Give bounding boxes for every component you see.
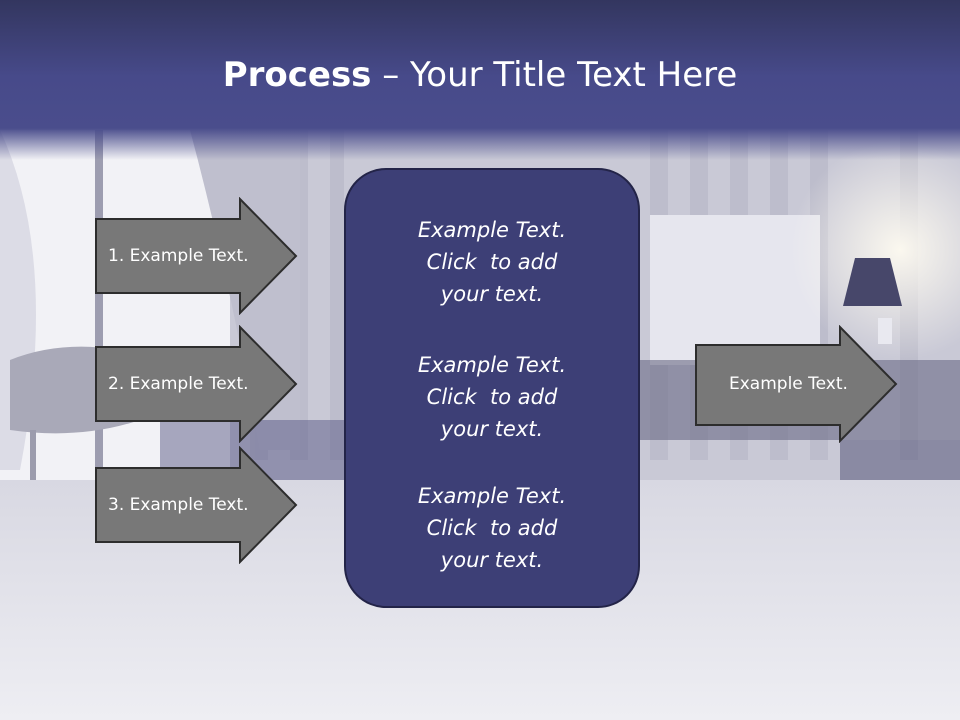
arrow-output — [695, 325, 898, 443]
title-rest: – Your Title Text Here — [371, 55, 738, 95]
arrow-step-3 — [95, 446, 298, 564]
center-item-2-line-1: Example Text. — [417, 353, 567, 377]
arrow-step-1-label: 1. Example Text. — [108, 246, 249, 266]
center-item-1-line-3: your text. — [440, 282, 544, 306]
center-item-1-line-2: Click to add — [426, 250, 558, 274]
center-item-3-line-2: Click to add — [426, 516, 558, 540]
center-item-3: Example Text. Click to add your text. — [346, 480, 638, 576]
arrow-step-2 — [95, 325, 298, 443]
page-title: Process – Your Title Text Here — [0, 55, 960, 95]
center-item-1: Example Text. Click to add your text. — [346, 214, 638, 310]
center-item-2-line-2: Click to add — [426, 385, 558, 409]
center-item-3-line-3: your text. — [440, 548, 544, 572]
center-item-3-line-1: Example Text. — [417, 484, 567, 508]
arrow-step-1 — [95, 197, 298, 315]
arrow-output-label: Example Text. — [729, 374, 848, 394]
center-item-2: Example Text. Click to add your text. — [346, 349, 638, 445]
arrow-step-2-label: 2. Example Text. — [108, 374, 249, 394]
title-bold: Process — [222, 55, 372, 95]
center-process-box: Example Text. Click to add your text. Ex… — [344, 168, 640, 608]
arrow-step-3-label: 3. Example Text. — [108, 495, 249, 515]
center-item-1-line-1: Example Text. — [417, 218, 567, 242]
center-item-2-line-3: your text. — [440, 417, 544, 441]
